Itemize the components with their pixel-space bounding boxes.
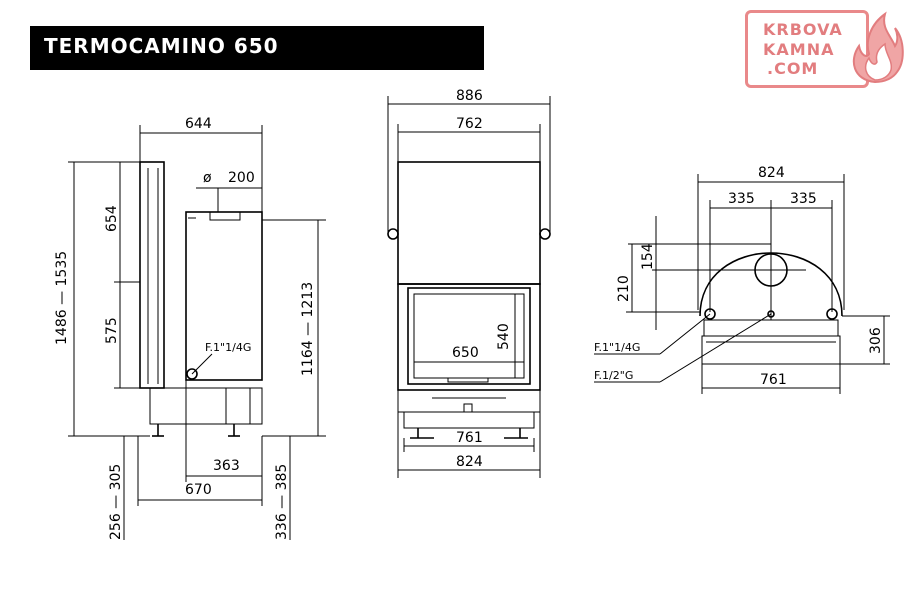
side-connection-label: F.1"1/4G [205, 341, 251, 354]
top-outline [699, 252, 843, 317]
front-view: 886 762 650 540 761 824 [387, 88, 551, 478]
dim-side-top-width: 644 [185, 116, 212, 132]
dim-pipe-diameter: 200 [228, 170, 255, 186]
flame-icon [852, 11, 904, 84]
dim-front-glass-height: 540 [496, 323, 512, 350]
front-frame [397, 283, 541, 391]
title-bar: TERMOCAMINO 650 [30, 26, 484, 70]
dim-top-half-left: 335 [728, 191, 755, 207]
logo-line-2: KAMNA [763, 40, 835, 59]
side-boiler [185, 211, 263, 381]
dim-upper-height: 654 [104, 205, 120, 232]
dim-top-306: 306 [868, 327, 884, 354]
dim-pipe-symbol: ø [203, 170, 212, 186]
dim-side-base-305: 256 — 305 [108, 464, 124, 540]
dim-total-height: 1486 — 1535 [54, 251, 70, 345]
dim-top-824: 824 [758, 165, 785, 181]
dim-side-363: 363 [213, 458, 240, 474]
top-connection-label-2: F.1/2"G [594, 369, 633, 382]
dim-front-hood-width: 762 [456, 116, 483, 132]
front-glass [407, 287, 531, 385]
dim-front-base-761: 761 [456, 430, 483, 446]
dim-top-210: 210 [616, 275, 632, 302]
side-view: 644 ø 200 F.1"1/4G 1486 — 1535 654 575 [54, 116, 326, 540]
dim-top-761: 761 [760, 372, 787, 388]
front-hood [397, 161, 541, 285]
side-hood [139, 161, 165, 389]
dim-mid-height: 575 [104, 317, 120, 344]
dim-top-half-right: 335 [790, 191, 817, 207]
dim-side-base-385: 336 — 385 [274, 464, 290, 540]
logo-frame [745, 10, 869, 88]
dim-front-glass-width: 650 [452, 345, 479, 361]
top-connection-label-1: F.1"1/4G [594, 341, 640, 354]
dim-front-outer-width: 886 [456, 88, 483, 104]
dim-front-base-824: 824 [456, 454, 483, 470]
dim-top-154: 154 [640, 243, 656, 270]
logo: KRBOVA KAMNA .COM [745, 10, 905, 88]
dim-side-670: 670 [185, 482, 212, 498]
logo-line-3: .COM [767, 59, 819, 78]
page-title: TERMOCAMINO 650 [44, 34, 279, 58]
top-view: 824 335 335 154 210 306 761 F.1"1/4G [594, 165, 890, 394]
logo-line-1: KRBOVA [763, 20, 843, 39]
dim-body-height: 1164 — 1213 [300, 282, 316, 376]
